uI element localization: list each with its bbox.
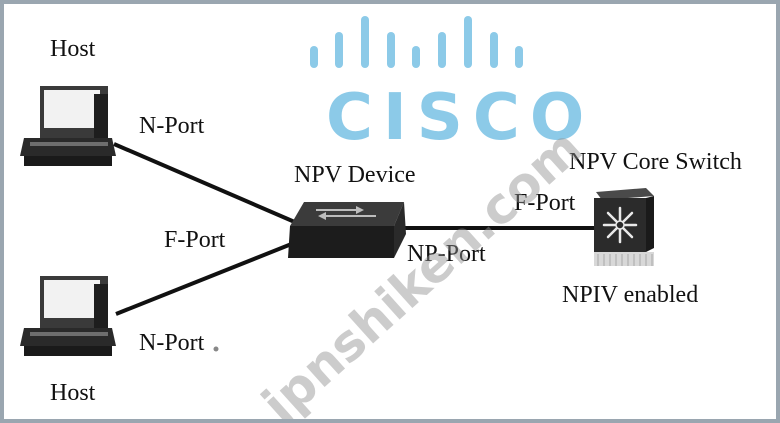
host-bottom-label: Host	[50, 380, 96, 406]
marker-dot	[213, 346, 219, 352]
topology-svg	[20, 86, 654, 356]
link-host-bottom-to-npv	[115, 237, 305, 316]
fport-right-label: F-Port	[514, 190, 576, 216]
cisco-logo-bars	[310, 16, 523, 68]
npv-core-switch-label: NPV Core Switch	[569, 149, 742, 175]
host-computer-top-icon	[20, 86, 116, 166]
host-top-label: Host	[50, 36, 96, 62]
npv-core-switch-icon	[594, 188, 654, 266]
np-port-label: NP-Port	[407, 241, 486, 267]
cisco-wordmark: CISCO	[326, 81, 595, 155]
fport-left-label: F-Port	[164, 227, 226, 253]
npv-device-switch-icon	[288, 202, 406, 258]
nport-bottom-label: N-Port	[139, 330, 205, 356]
host-computer-bottom-icon	[20, 276, 116, 356]
npiv-enabled-label: NPIV enabled	[562, 282, 699, 308]
link-host-top-to-npv	[113, 142, 305, 228]
nport-top-label: N-Port	[139, 113, 205, 139]
npv-device-label: NPV Device	[294, 162, 416, 188]
